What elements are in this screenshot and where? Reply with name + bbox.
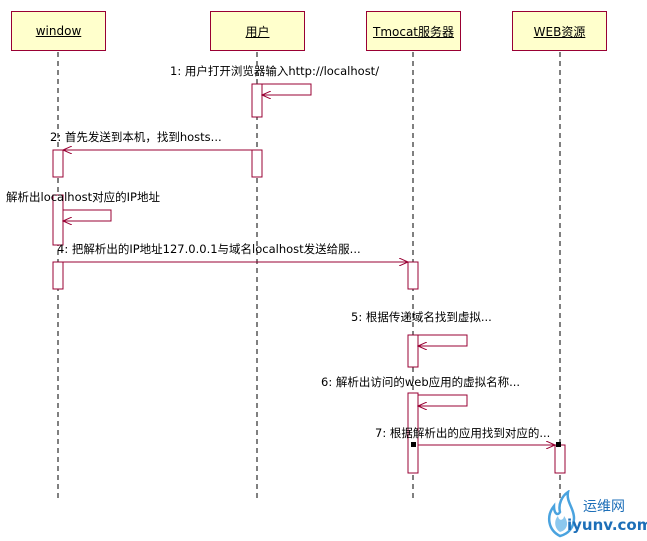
watermark-en: iyunv.com bbox=[567, 516, 647, 534]
message-label-6: 6: 解析出访问的web应用的虚拟名称... bbox=[321, 375, 521, 389]
message-label-7: 7: 根据解析出的应用找到对应的... bbox=[375, 426, 551, 440]
lifeline-web: WEB资源 bbox=[512, 11, 607, 51]
activation-user-2 bbox=[251, 149, 263, 178]
message-7-end-handle bbox=[556, 442, 561, 447]
activation-server-3 bbox=[407, 392, 419, 474]
message-arrow-1 bbox=[262, 83, 312, 95]
activation-window-1 bbox=[52, 149, 64, 178]
message-label-5: 5: 根据传递域名找到虚拟... bbox=[351, 310, 492, 324]
activation-window-3 bbox=[52, 261, 64, 290]
lifeline-user-label: 用户 bbox=[245, 24, 270, 39]
lifeline-server-label: Tmocat服务器 bbox=[372, 24, 455, 39]
message-arrow-5 bbox=[418, 334, 468, 346]
watermark-cn: 运维网 bbox=[583, 499, 625, 515]
message-label-4: 4: 把解析出的IP地址127.0.0.1与域名localhost发送给服... bbox=[57, 242, 361, 256]
lifeline-window-label: window bbox=[35, 24, 82, 38]
flame-icon bbox=[547, 490, 576, 538]
lifeline-server: Tmocat服务器 bbox=[366, 11, 461, 51]
activation-server-2 bbox=[407, 334, 419, 368]
message-label-1: 1: 用户打开浏览器输入http://localhost/ bbox=[170, 64, 380, 78]
message-7-start-handle bbox=[411, 442, 416, 447]
message-arrow-3 bbox=[63, 209, 112, 221]
lifeline-window: window bbox=[11, 11, 106, 51]
activation-user-1 bbox=[251, 83, 263, 118]
message-label-2: 2: 首先发送到本机，找到hosts... bbox=[50, 130, 222, 144]
message-label-3: 解析出localhost对应的IP地址 bbox=[6, 190, 160, 204]
lifeline-web-label: WEB资源 bbox=[533, 24, 586, 39]
watermark-logo: 运维网 iyunv.com bbox=[540, 490, 647, 540]
activation-server-1 bbox=[407, 261, 419, 290]
lifeline-user: 用户 bbox=[210, 11, 305, 51]
message-arrow-6 bbox=[418, 394, 468, 406]
activation-web-1 bbox=[554, 444, 566, 474]
